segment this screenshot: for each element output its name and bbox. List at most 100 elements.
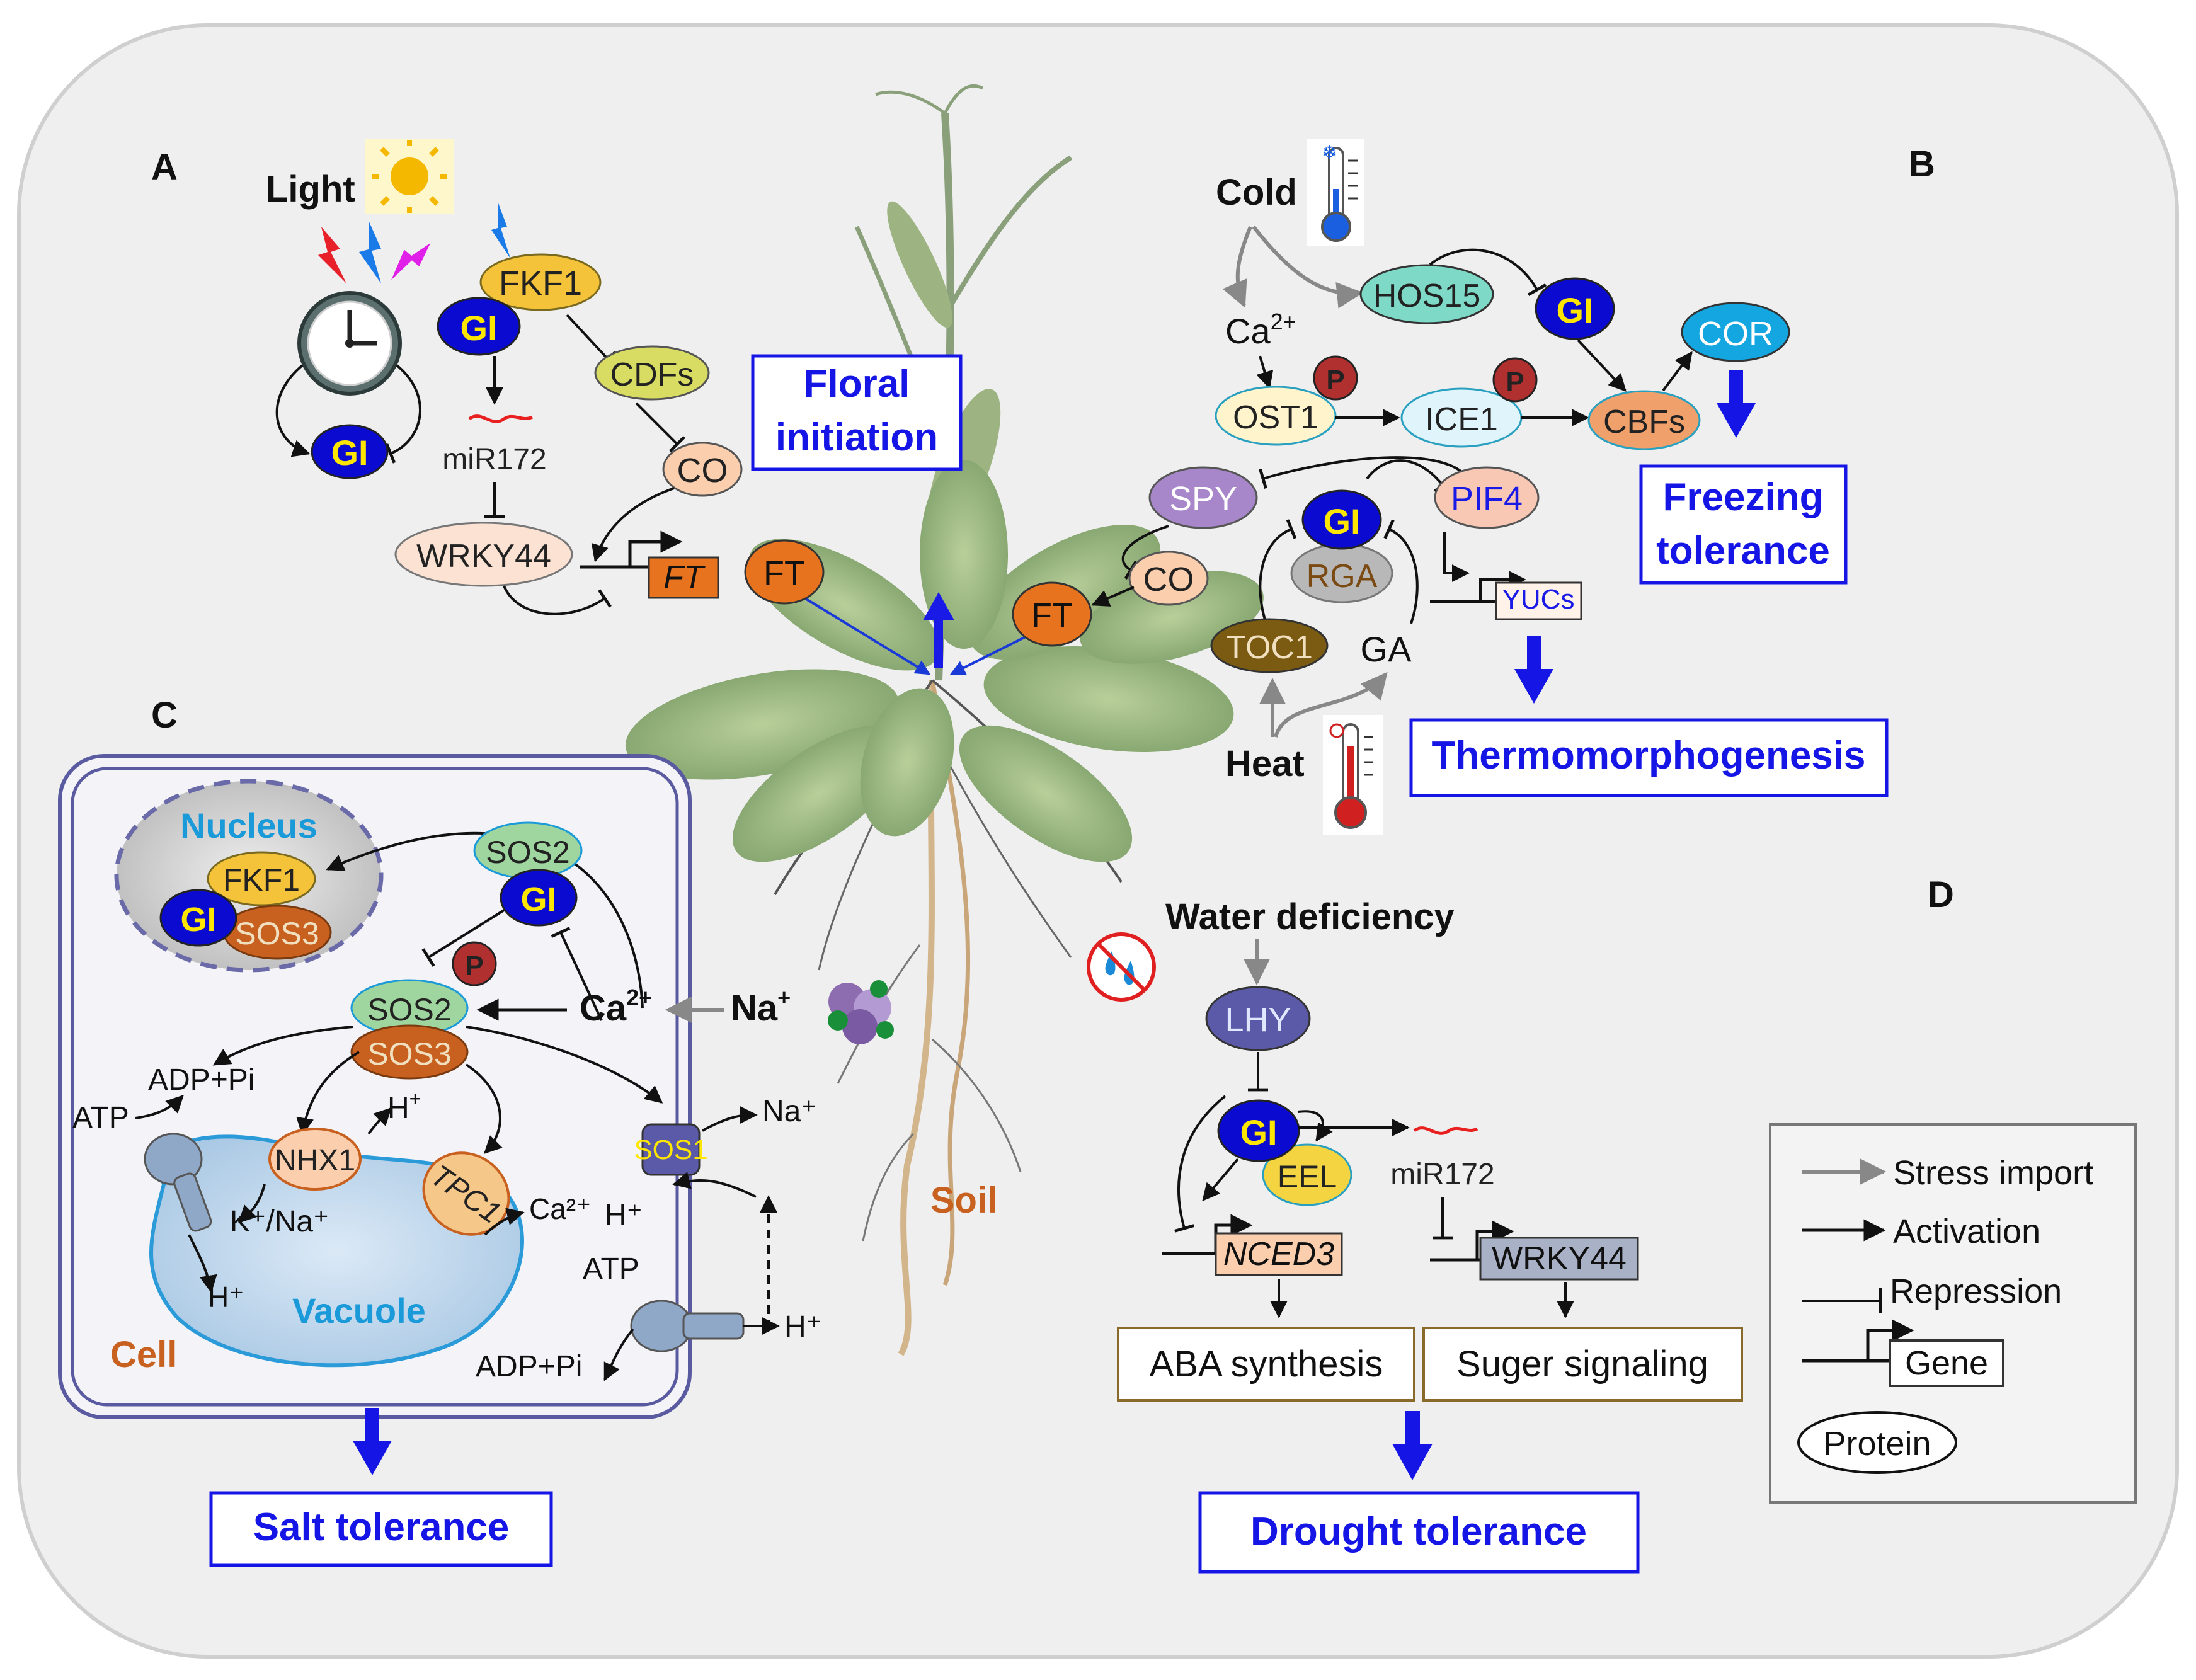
sos1-label: SOS1: [634, 1134, 707, 1165]
red-light-bolt-icon: [318, 227, 346, 283]
heat-label: Heat: [1225, 743, 1305, 784]
clock-to-gi-arrow: [275, 364, 311, 457]
sun-icon: [365, 139, 454, 214]
wrky44-a-label: WRKY44: [416, 538, 551, 574]
farred-light-bolt-icon: [391, 243, 431, 280]
panel-label-a: A: [151, 147, 178, 188]
ft-protein-b: FT: [1012, 581, 1092, 647]
svg-text:P: P: [1326, 365, 1344, 396]
co-node-a: CO: [662, 442, 743, 497]
panel-label-c: C: [151, 695, 178, 736]
legend-protein-ellipse: [1797, 1411, 1957, 1474]
gi-a-label: GI: [460, 308, 497, 348]
co-node-b: CO: [1128, 551, 1209, 606]
lhy-represses-nced3: [1174, 1095, 1227, 1233]
co-b-label: CO: [1143, 561, 1194, 598]
adp-pi-bottom-label: ADP+Pi: [476, 1350, 582, 1383]
gi-rga-complex: RGA GI: [1290, 489, 1393, 603]
freezing-line1: Freezing: [1663, 476, 1824, 519]
mir172-d-label: miR172: [1390, 1158, 1494, 1191]
gi-nucleus-label: GI: [180, 901, 216, 939]
h-in-sos1-arrow: [672, 1172, 757, 1198]
svg-text:P: P: [465, 951, 483, 981]
h-into-vacuole-arrow: [188, 1234, 217, 1293]
floral-line1: Floral: [804, 362, 910, 406]
nced3-label: NCED3: [1223, 1236, 1334, 1272]
spy-label: SPY: [1169, 480, 1237, 518]
cbfs-node: CBFs: [1587, 390, 1701, 450]
no-water-icon: [1087, 932, 1156, 1002]
mir172-a-icon: [468, 414, 534, 423]
drought-tolerance-box: Drought tolerance: [1198, 1491, 1640, 1574]
vacuolar-atpase-icon: [144, 1133, 212, 1232]
gi-d-label: GI: [1240, 1112, 1277, 1152]
heat-to-ga-arrow: [1274, 671, 1388, 738]
wrky44-node-a: WRKY44: [394, 522, 573, 587]
freezing-line2: tolerance: [1656, 529, 1830, 573]
gi-clock-node: GI: [311, 424, 389, 479]
ca-c-label: Ca2+: [580, 985, 652, 1029]
ca-out-tpc1-arrow: [484, 1208, 525, 1236]
k-na-label: K⁺/Na⁺: [230, 1205, 329, 1238]
h-vacuole-label: H⁺: [208, 1281, 244, 1313]
mir172-a-label: miR172: [442, 443, 546, 476]
gi-eel-complex: EEL GI: [1217, 1099, 1352, 1206]
legend-gene-promoter-arrow: [1866, 1319, 1914, 1361]
h-nhx1-label: H+: [387, 1087, 421, 1125]
atp-hydrolysis-arrow-left: [135, 1095, 184, 1119]
co-activates-ft: [591, 487, 675, 563]
legend: Stress import Activation Repression Gene…: [1769, 1123, 2137, 1504]
blue-light-fkf1-bolt-icon: [491, 202, 510, 258]
aba-synthesis-box: ABA synthesis: [1117, 1327, 1415, 1402]
salt-tolerance-box: Salt tolerance: [209, 1491, 553, 1567]
fkf1-c-label: FKF1: [223, 862, 300, 898]
h-out-nhx1-arrow: [367, 1107, 392, 1135]
eel-label: EEL: [1278, 1159, 1337, 1194]
hos15-represses-gi: [1429, 248, 1547, 297]
sos2-sos3-complex: SOS2 SOS3 P: [350, 941, 497, 1080]
spy-node: SPY: [1148, 466, 1258, 529]
sos2-gi-complex: SOS2 GI: [473, 821, 583, 927]
blue-light-bolt-icon: [359, 220, 381, 283]
legend-gene-box: [1889, 1339, 2004, 1387]
ft-protein-b-label: FT: [1031, 597, 1073, 634]
salt-down-arrow: [353, 1408, 392, 1475]
ca-tpc1-label: Ca²⁺: [529, 1192, 591, 1225]
na-sos1-label: Na⁺: [762, 1095, 817, 1128]
sos3-nucleus-label: SOS3: [235, 916, 319, 951]
atp-hydrolysis-arrow-pm: [603, 1328, 634, 1381]
legend-gene-label: Gene: [1905, 1344, 1988, 1382]
atp-left-label: ATP: [72, 1101, 129, 1134]
water-deficiency-label: Water deficiency: [1165, 896, 1455, 937]
thermo-label: Thermomorphogenesis: [1432, 734, 1866, 777]
salt-label: Salt tolerance: [253, 1506, 510, 1549]
lhy-label: LHY: [1225, 1001, 1291, 1039]
nhx1-label: NHX1: [275, 1144, 355, 1177]
toc1-label: TOC1: [1226, 629, 1313, 666]
wrky44-d-label: WRKY44: [1492, 1240, 1627, 1277]
gi-c-label: GI: [520, 881, 556, 918]
ga-label: GA: [1361, 629, 1412, 669]
na-c-label: Na+: [731, 985, 791, 1029]
ice1-label: ICE1: [1425, 401, 1498, 438]
ft-protein-a-label: FT: [763, 554, 805, 592]
cold-to-ca-arrow: [1222, 226, 1252, 308]
freezing-tolerance-box: Freezing tolerance: [1639, 464, 1848, 585]
na-out-sos1-arrow: [702, 1106, 758, 1132]
sos3-c-label: SOS3: [367, 1036, 451, 1071]
gi-represses-sos2: [421, 909, 505, 967]
wrky44-represses-ft: [503, 585, 612, 615]
ft-gene-a: FT: [580, 530, 719, 599]
vacuole-label: Vacuole: [292, 1291, 426, 1330]
sos-to-nhx1-arrow: [296, 1051, 360, 1136]
gi-activates-nced3: [1202, 1158, 1239, 1202]
nced3-gene: NCED3: [1162, 1214, 1343, 1276]
heat-thermometer-icon: [1323, 715, 1383, 835]
atp-pm-label: ATP: [583, 1252, 639, 1286]
tpc1-channel: TPC1: [422, 1151, 510, 1236]
svg-text:Na+: Na+: [731, 985, 791, 1029]
svg-text:P: P: [1506, 367, 1524, 397]
legend-activation-label: Activation: [1893, 1213, 2040, 1250]
panel-label-b: B: [1909, 144, 1935, 185]
svg-text:H+: H+: [387, 1087, 421, 1125]
